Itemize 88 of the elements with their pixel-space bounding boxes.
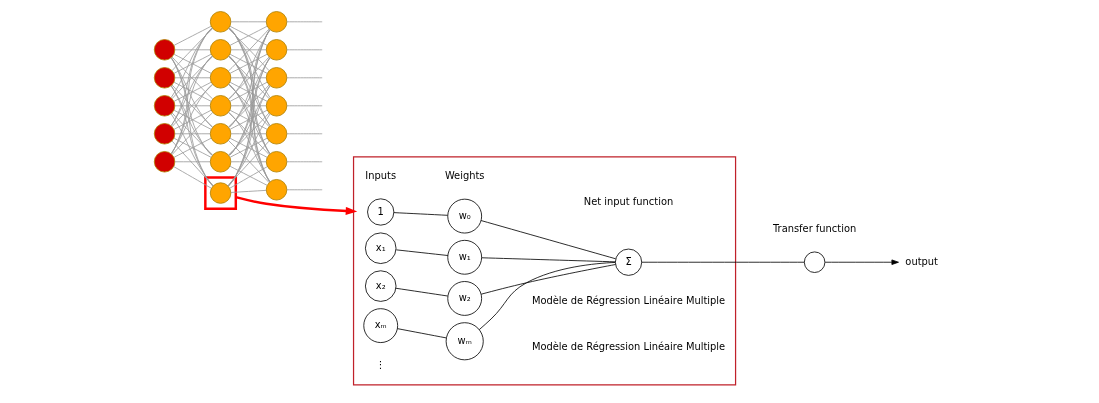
node-circle: wₘ bbox=[445, 322, 484, 361]
connector bbox=[230, 161, 267, 163]
cluster bbox=[204, 176, 238, 210]
node-circle: w₂ bbox=[447, 281, 483, 316]
connector bbox=[397, 328, 447, 339]
connector bbox=[229, 53, 268, 74]
label: Modèle de Régression Linéaire Multiple bbox=[531, 295, 726, 307]
connector bbox=[173, 53, 212, 74]
connector bbox=[171, 27, 213, 155]
connector bbox=[229, 25, 268, 46]
connector bbox=[173, 137, 212, 158]
connector bbox=[229, 137, 268, 158]
node-circle: x₁ bbox=[364, 232, 397, 264]
node-circle bbox=[153, 151, 176, 173]
connector bbox=[171, 28, 214, 71]
node-circle: x₂ bbox=[364, 270, 397, 302]
node-circle bbox=[209, 151, 232, 173]
connector bbox=[173, 25, 212, 46]
node-circle bbox=[265, 151, 288, 173]
connector bbox=[173, 81, 212, 102]
node-circle bbox=[153, 67, 176, 89]
node-circle bbox=[209, 95, 232, 117]
connector bbox=[230, 21, 267, 23]
connector bbox=[170, 27, 213, 127]
connector bbox=[174, 133, 211, 135]
label: Inputs bbox=[365, 170, 397, 182]
arrow bbox=[824, 259, 899, 265]
connector bbox=[230, 189, 267, 193]
connector bbox=[230, 105, 267, 107]
label: Modèle de Régression Linéaire Multiple bbox=[531, 341, 726, 353]
connector bbox=[171, 57, 214, 187]
cluster bbox=[352, 156, 737, 386]
node-circle bbox=[153, 39, 176, 61]
connector bbox=[174, 49, 211, 51]
node-circle: w₀ bbox=[447, 198, 483, 234]
connector bbox=[286, 105, 323, 107]
node-circle bbox=[265, 39, 288, 61]
node-circle bbox=[265, 67, 288, 89]
connector bbox=[641, 261, 805, 263]
connector bbox=[286, 49, 323, 51]
connector bbox=[480, 220, 616, 260]
arrow bbox=[235, 195, 358, 215]
node-circle bbox=[209, 39, 232, 61]
node-circle bbox=[265, 95, 288, 117]
connector bbox=[173, 109, 212, 130]
connector bbox=[481, 257, 616, 263]
connector bbox=[395, 249, 449, 256]
node-circle: xₘ bbox=[363, 308, 399, 343]
node-circle: Σ bbox=[614, 248, 643, 276]
connector bbox=[480, 264, 616, 295]
connector bbox=[286, 189, 323, 191]
connector bbox=[286, 21, 323, 23]
label: Weights bbox=[444, 170, 485, 182]
connector bbox=[395, 287, 449, 297]
node-circle bbox=[209, 11, 232, 33]
connector bbox=[173, 166, 212, 189]
node-circle bbox=[153, 95, 176, 117]
connector bbox=[170, 27, 213, 98]
connector bbox=[170, 85, 214, 187]
node-circle bbox=[209, 67, 232, 89]
connector bbox=[230, 49, 267, 51]
node-circle: 1 bbox=[367, 198, 395, 226]
connector bbox=[286, 161, 323, 163]
connector bbox=[174, 105, 211, 107]
connector bbox=[286, 77, 323, 79]
node-circle bbox=[209, 123, 232, 145]
node-circle bbox=[265, 11, 288, 33]
connector bbox=[229, 81, 268, 102]
connector bbox=[286, 133, 323, 135]
node-circle bbox=[209, 182, 232, 204]
node-circle bbox=[265, 179, 288, 201]
connector bbox=[174, 161, 211, 163]
label: ⋮ bbox=[375, 358, 386, 370]
connector bbox=[478, 262, 616, 331]
label: Transfer function bbox=[773, 222, 857, 234]
node-circle bbox=[265, 123, 288, 145]
node-circle bbox=[153, 123, 176, 145]
connector bbox=[171, 140, 214, 187]
connector bbox=[230, 77, 267, 79]
label: Net input function bbox=[583, 195, 674, 207]
connector bbox=[170, 113, 214, 186]
connector bbox=[393, 212, 448, 216]
connector bbox=[229, 109, 268, 130]
connector bbox=[174, 77, 211, 79]
node-text: output bbox=[905, 255, 938, 267]
node-circle bbox=[803, 251, 826, 273]
connector bbox=[230, 133, 267, 135]
node-circle: w₁ bbox=[447, 239, 483, 275]
